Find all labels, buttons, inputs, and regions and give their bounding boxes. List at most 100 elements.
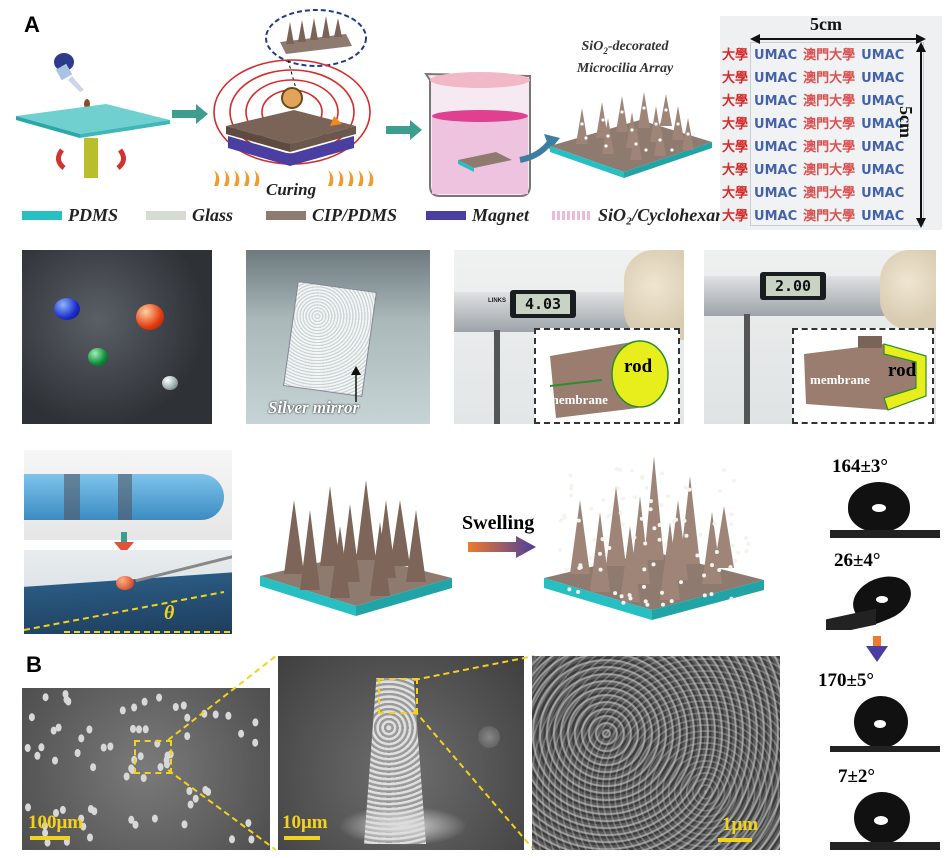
sem-microcilium <box>131 703 138 712</box>
sem-microcilium <box>28 713 35 722</box>
sem-image-low-mag: 100μm <box>22 688 270 850</box>
legend-item-glass: Glass <box>146 204 234 225</box>
sio2-particle <box>702 573 707 578</box>
legend-swatch-pdms <box>22 210 62 220</box>
sem-microcilium <box>157 763 164 772</box>
sem-microcilium <box>123 772 130 781</box>
product-title: SiO2-decorated Microcilia Array <box>560 38 690 78</box>
sem-microcilium <box>212 710 219 719</box>
contact-angle-finger-photo: θ <box>24 550 232 634</box>
sem-microcilium <box>141 697 148 706</box>
sem-microcilium <box>229 835 235 844</box>
sem-microcilium <box>130 724 136 733</box>
transition-arrow-down <box>866 636 888 662</box>
droplet-image-1 <box>830 480 940 538</box>
height-label: 5cm <box>896 106 916 138</box>
sio2-particle <box>645 602 650 607</box>
width-label: 5cm <box>810 16 842 34</box>
umac-cell: UMAC <box>861 163 905 178</box>
sem-microcilium <box>140 774 147 783</box>
sio2-particle <box>598 567 603 572</box>
sem3-scalebar <box>718 838 752 842</box>
sio2-particle <box>733 558 738 563</box>
sio2-particle <box>578 563 583 568</box>
legend-label-glass: Glass <box>192 204 234 225</box>
umac-cell: UMAC <box>754 94 798 109</box>
sem2-particle <box>478 726 500 748</box>
sio2-particle <box>576 518 581 523</box>
sem-microcilium <box>184 713 191 722</box>
sio2-particle <box>649 499 653 504</box>
sio2-particle <box>712 521 717 526</box>
cone-array-before <box>260 480 452 616</box>
umac-cell: 大學 <box>722 117 749 132</box>
sem-microcilium <box>128 764 135 773</box>
droplet-3-highlight <box>874 720 886 728</box>
sio2-particle <box>607 513 612 518</box>
umac-cell: 澳門大學 <box>803 186 856 201</box>
sio2-particle <box>576 589 581 594</box>
umac-cell: 澳門大學 <box>803 94 856 109</box>
sem-microcilium <box>202 786 209 794</box>
sem-microcilium <box>156 693 163 702</box>
sio2-particle <box>569 483 574 488</box>
droplet-2-highlight <box>876 596 888 603</box>
legend-swatch-glass <box>146 210 186 220</box>
zoom-lines-1 <box>167 655 277 851</box>
sem-microcilium <box>181 820 188 829</box>
down-arrow-finger <box>114 532 134 554</box>
sem-microcilium <box>87 805 94 813</box>
umac-cell: 澳門大學 <box>803 48 856 63</box>
sem-microcilium <box>128 815 135 824</box>
panel-label-a: A <box>24 12 40 37</box>
sio2-particle <box>651 562 656 567</box>
sio2-particle <box>746 541 751 546</box>
substrate-4 <box>830 842 940 850</box>
sem-microcilium <box>225 711 232 720</box>
sio2-particle <box>718 489 722 493</box>
caliper-screen: 4.03 <box>516 294 570 314</box>
gloved-hand <box>624 250 684 340</box>
umac-cell: UMAC <box>754 117 798 132</box>
caliper-display-2: 2.00 <box>760 272 826 300</box>
sem-microcilium <box>187 800 194 809</box>
mirror-pointer-arrow <box>351 366 361 402</box>
sio2-particle <box>743 536 748 540</box>
umac-cell: UMAC <box>754 186 798 201</box>
umac-cell: 大學 <box>722 71 749 86</box>
droplet-4-highlight <box>874 816 888 825</box>
droplet-image-4 <box>830 790 940 850</box>
sio2-particle <box>702 593 707 598</box>
panel-label-b: B <box>26 652 42 677</box>
sem-microcilium <box>62 690 69 699</box>
sio2-particle <box>633 495 637 500</box>
sem-microcilium <box>78 814 85 823</box>
sem-microcilium <box>172 703 179 711</box>
sio2-particle <box>660 590 664 595</box>
sio2-particle <box>729 522 734 527</box>
contact-angle-4: 7±2° <box>838 766 876 787</box>
umac-cell: 大學 <box>722 209 749 224</box>
sio2-particle <box>621 600 626 605</box>
sem-microcilium <box>74 749 81 757</box>
cone-array-after <box>544 456 764 620</box>
sio2-particle <box>659 503 664 508</box>
membrane-wrap-2 <box>118 474 132 520</box>
sem-microcilium <box>180 701 187 710</box>
sio2-particle <box>568 473 573 478</box>
flat-rod-illustration <box>804 336 927 411</box>
sio2-particle <box>660 471 665 476</box>
sem1-zoom-box <box>134 740 172 774</box>
sem-microcilium <box>55 723 62 732</box>
sio2-particle <box>657 523 662 527</box>
sio2-particle <box>618 511 623 515</box>
sio2-particle <box>661 602 665 607</box>
sio2-particle <box>744 549 749 554</box>
swelling-arrow <box>468 536 536 558</box>
